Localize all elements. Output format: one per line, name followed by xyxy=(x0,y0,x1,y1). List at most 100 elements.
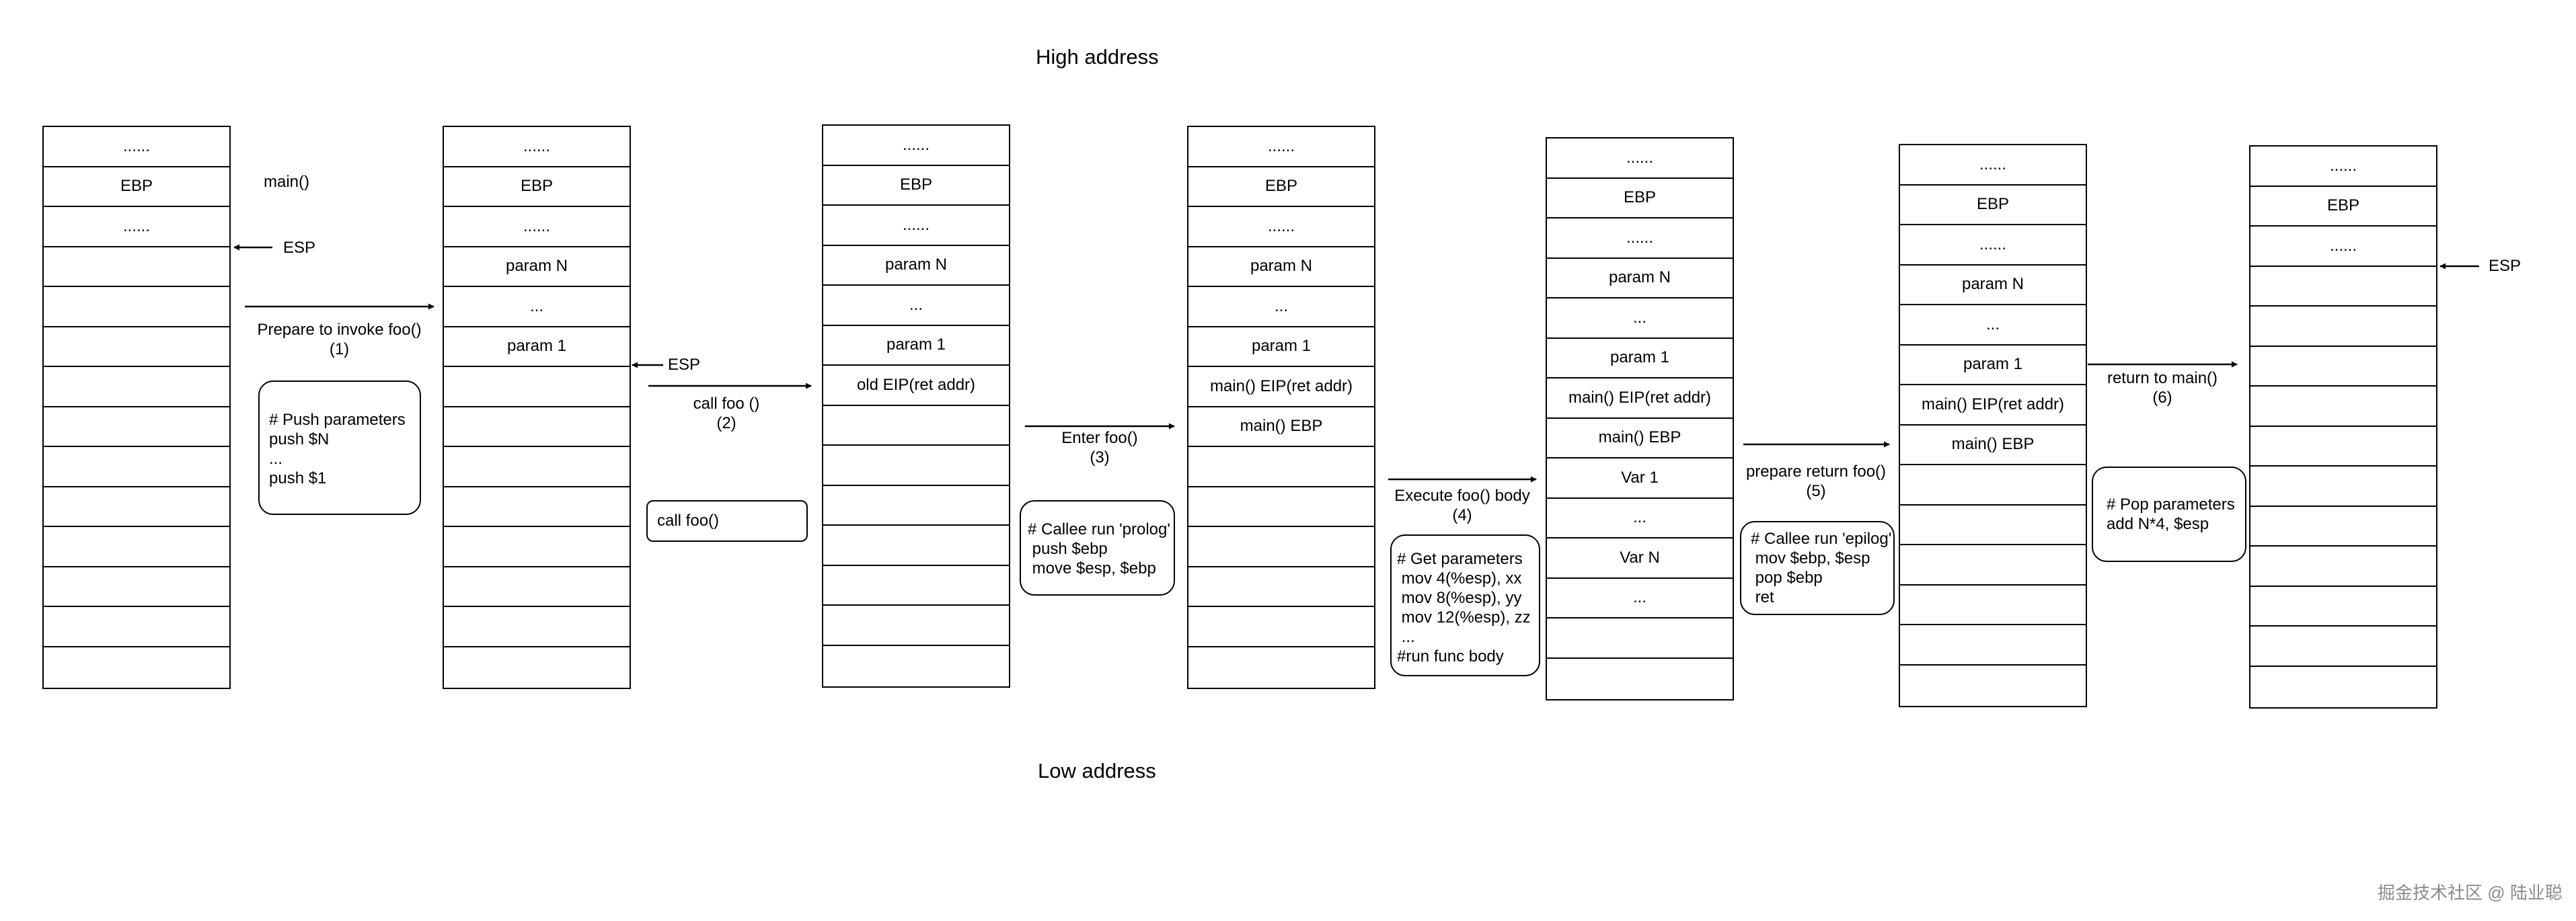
high-address-label: High address xyxy=(1036,45,1159,69)
step-label-4: Execute foo() body (4) xyxy=(1394,487,1530,524)
stack-cell: main() EBP xyxy=(1900,426,2086,465)
stack-snapshot-4: ...... EBP ...... param N ... param 1 ma… xyxy=(1187,126,1375,689)
stack-cell xyxy=(44,487,229,527)
esp-label-1: ESP xyxy=(283,239,316,257)
stack-cell: EBP xyxy=(2250,187,2436,227)
note-pop-parameters: # Pop parameters add N*4, $esp xyxy=(2092,467,2246,562)
stack-cell: ...... xyxy=(44,207,229,247)
stack-cell xyxy=(444,527,630,567)
stack-cell: param N xyxy=(1900,266,2086,305)
stack-cell xyxy=(44,247,229,287)
stack-cell: ...... xyxy=(1900,145,2086,186)
stack-cell: ... xyxy=(1547,499,1733,538)
stack-cell: ...... xyxy=(44,127,229,167)
step-label-5: prepare return foo() (5) xyxy=(1745,463,1887,500)
stack-cell: main() EIP(ret addr) xyxy=(1900,385,2086,426)
stack-snapshot-3: ...... EBP ...... param N ... param 1 ol… xyxy=(822,124,1010,688)
stack-cell xyxy=(44,327,229,367)
stack-cell xyxy=(1900,465,2086,506)
stack-cell: ... xyxy=(1547,579,1733,618)
stack-cell xyxy=(44,447,229,487)
stack-cell: ...... xyxy=(2250,147,2436,187)
stack-cell: param N xyxy=(1188,247,1374,287)
stack-cell: param N xyxy=(444,247,630,287)
stack-cell: param 1 xyxy=(823,326,1009,366)
stack-cell xyxy=(823,486,1009,526)
stack-cell xyxy=(2250,627,2436,667)
stack-cell xyxy=(1547,618,1733,659)
stack-cell xyxy=(1900,625,2086,666)
esp-label-3: ESP xyxy=(2489,257,2522,275)
stack-cell xyxy=(44,527,229,567)
stack-cell: ... xyxy=(444,287,630,327)
step-label-1: Prepare to invoke foo() (1) xyxy=(257,321,422,358)
main-function-label: main() xyxy=(264,173,310,191)
stack-cell xyxy=(44,367,229,407)
stack-cell xyxy=(1900,586,2086,625)
stack-cell: ...... xyxy=(1188,127,1374,167)
stack-cell: ... xyxy=(1547,298,1733,339)
stack-cell xyxy=(2250,547,2436,587)
stack-cell xyxy=(444,607,630,647)
stack-cell xyxy=(444,367,630,407)
stack-cell xyxy=(444,567,630,607)
stack-snapshot-2: ...... EBP ...... param N ... param 1 xyxy=(443,126,631,689)
stack-cell: EBP xyxy=(1900,186,2086,225)
note-callee-prolog: # Callee run 'prolog' push $ebp move $es… xyxy=(1020,500,1175,596)
stack-cell xyxy=(823,406,1009,446)
stack-cell xyxy=(1188,607,1374,647)
stack-cell xyxy=(823,446,1009,486)
stack-cell: ...... xyxy=(1547,138,1733,179)
note-callee-epilog: # Callee run 'epilog' mov $ebp, $esp pop… xyxy=(1740,521,1895,615)
stack-cell: param N xyxy=(1547,259,1733,298)
stack-cell xyxy=(44,407,229,447)
stack-cell: EBP xyxy=(823,166,1009,206)
stack-cell xyxy=(44,287,229,327)
stack-cell xyxy=(444,407,630,447)
stack-cell xyxy=(1188,527,1374,567)
stack-cell: ...... xyxy=(1547,218,1733,259)
stack-cell: ... xyxy=(1188,287,1374,327)
stack-snapshot-7: ...... EBP ...... xyxy=(2249,145,2437,709)
stack-cell: param N xyxy=(823,246,1009,286)
stack-cell: EBP xyxy=(1188,167,1374,207)
stack-snapshot-1: ...... EBP ...... xyxy=(42,126,231,689)
stack-cell: Var N xyxy=(1547,538,1733,579)
stack-cell xyxy=(1188,567,1374,607)
stack-cell xyxy=(823,606,1009,646)
stack-cell: ... xyxy=(1900,305,2086,346)
stack-cell: main() EIP(ret addr) xyxy=(1547,378,1733,419)
stack-cell: main() EBP xyxy=(1547,419,1733,458)
stack-cell xyxy=(2250,587,2436,627)
stack-cell xyxy=(1900,506,2086,545)
stack-cell xyxy=(2250,267,2436,307)
esp-label-2: ESP xyxy=(668,356,701,374)
stack-cell xyxy=(44,607,229,647)
stack-cell: ... xyxy=(823,286,1009,326)
stack-cell: param 1 xyxy=(444,327,630,367)
stack-cell xyxy=(2250,347,2436,387)
stack-cell: EBP xyxy=(44,167,229,207)
stack-cell: main() EBP xyxy=(1188,407,1374,447)
step-label-6: return to main() (6) xyxy=(2107,369,2218,407)
stack-cell: ...... xyxy=(1188,207,1374,247)
stack-cell: param 1 xyxy=(1547,339,1733,378)
stack-cell xyxy=(1188,447,1374,487)
stack-cell xyxy=(44,567,229,607)
stack-snapshot-6: ...... EBP ...... param N ... param 1 ma… xyxy=(1899,144,2087,707)
stack-cell: ...... xyxy=(823,126,1009,166)
note-get-parameters: # Get parameters mov 4(%esp), xx mov 8(%… xyxy=(1390,534,1540,676)
note-call-foo: call foo() xyxy=(646,500,808,542)
stack-cell xyxy=(444,487,630,527)
stack-cell xyxy=(2250,467,2436,507)
stack-cell: ...... xyxy=(444,127,630,167)
watermark: 掘金技术社区 @ 陆业聪 xyxy=(2378,883,2563,903)
stack-cell: Var 1 xyxy=(1547,458,1733,499)
stack-cell xyxy=(2250,507,2436,547)
stack-cell xyxy=(1188,487,1374,527)
stack-cell xyxy=(823,566,1009,606)
stack-cell xyxy=(444,447,630,487)
stack-cell xyxy=(2250,387,2436,427)
stack-cell: old EIP(ret addr) xyxy=(823,366,1009,406)
stack-cell: EBP xyxy=(444,167,630,207)
